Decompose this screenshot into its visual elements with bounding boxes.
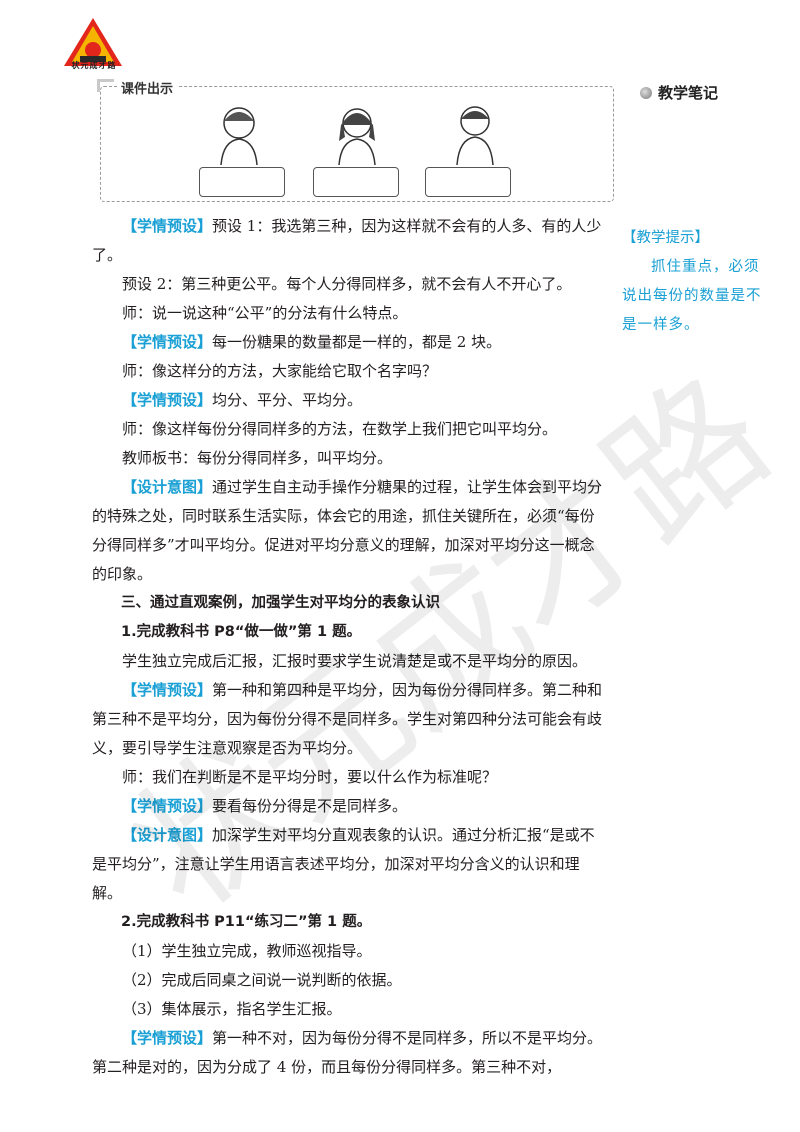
paragraph-text: （2）完成后同桌之间说一说判断的依据。 <box>122 971 402 989</box>
paragraph: 【设计意图】加深学生对平均分直观表象的认识。通过分析汇报“是或不是平均分”，注意… <box>92 821 604 908</box>
paragraph: （1）学生独立完成，教师巡视指导。 <box>92 937 604 966</box>
paragraph-text: 要看每份分得是不是同样多。 <box>212 797 408 815</box>
teaching-notes-title: 教学笔记 <box>640 82 718 103</box>
figure-corner-decoration <box>97 79 114 92</box>
publisher-logo-icon <box>64 18 122 66</box>
paragraph-tag: 【学情预设】 <box>122 797 213 815</box>
paragraph: 【学情预设】第一种不对，因为每份分得不是同样多，所以不是平均分。第二种是对的，因… <box>92 1024 604 1082</box>
teaching-tip: 【教学提示】 抓住重点，必须说出每份的数量是不是一样多。 <box>622 224 762 340</box>
teaching-tip-body: 抓住重点，必须说出每份的数量是不是一样多。 <box>622 259 762 333</box>
paragraph-tag: 【学情预设】 <box>122 681 213 699</box>
paragraph: 【学情预设】第一种和第四种是平均分，因为每份分得同样多。第二种和第三种不是平均分… <box>92 676 604 763</box>
teaching-notes-label: 教学笔记 <box>658 84 719 102</box>
paragraph: 师：说一说这种“公平”的分法有什么特点。 <box>92 299 604 328</box>
paragraph-tag: 【学情预设】 <box>122 391 213 409</box>
paragraph: （3）集体展示，指名学生汇报。 <box>92 995 604 1024</box>
lesson-body: 【学情预设】预设 1：我选第三种，因为这样就不会有的人多、有的人少了。预设 2：… <box>92 212 604 1082</box>
paragraph-tag: 【设计意图】 <box>122 826 213 844</box>
paragraph: 【学情预设】预设 1：我选第三种，因为这样就不会有的人多、有的人少了。 <box>92 212 604 270</box>
paragraph-text: 每一份糖果的数量都是一样的，都是 2 块。 <box>212 333 502 351</box>
candy-tray-1 <box>199 167 285 197</box>
candy-tray-3 <box>425 167 511 197</box>
paragraph: 教师板书：每份分得同样多，叫平均分。 <box>92 444 604 473</box>
teaching-tip-title: 【教学提示】 <box>622 230 709 246</box>
boy-illustration <box>456 106 494 165</box>
paragraph: 【设计意图】通过学生自主动手操作分糖果的过程，让学生体会到平均分的特殊之处，同时… <box>92 473 604 589</box>
paragraph: 【学情预设】均分、平分、平均分。 <box>92 386 604 415</box>
girl-with-pigtails-illustration <box>338 108 376 165</box>
paragraph: 【学情预设】每一份糖果的数量都是一样的，都是 2 块。 <box>92 328 604 357</box>
paragraph-text: （1）学生独立完成，教师巡视指导。 <box>122 942 372 960</box>
bullet-dot-icon <box>640 87 652 99</box>
paragraph-text: 第一种和第四种是平均分，因为每份分得同样多。第二种和第三种不是平均分，因为每份分… <box>92 681 603 757</box>
paragraph: （2）完成后同桌之间说一说判断的依据。 <box>92 966 604 995</box>
girl-illustration <box>220 107 258 165</box>
paragraph-tag: 【学情预设】 <box>122 333 213 351</box>
paragraph: 预设 2：第三种更公平。每个人分得同样多，就不会有人不开心了。 <box>92 270 604 299</box>
paragraph-text: （3）集体展示，指名学生汇报。 <box>122 1000 342 1018</box>
paragraph-tag: 【学情预设】 <box>122 217 213 235</box>
paragraph: 师：像这样每份分得同样多的方法，在数学上我们把它叫平均分。 <box>92 415 604 444</box>
section-heading: 1.完成教科书 P8“做一做”第 1 题。 <box>121 624 362 640</box>
paragraph: 学生独立完成后汇报，汇报时要求学生说清楚是或不是平均分的原因。 <box>92 647 604 676</box>
section-heading: 三、通过直观案例，加强学生对平均分的表象认识 <box>121 595 440 611</box>
logo-text: 状元成才路 <box>71 61 117 70</box>
paragraph: 师：我们在判断是不是平均分时，要以什么作为标准呢？ <box>92 763 604 792</box>
paragraph-text: 教师板书：每份分得同样多，叫平均分。 <box>122 449 393 467</box>
section-heading: 2.完成教科书 P11“练习二”第 1 题。 <box>121 914 372 930</box>
paragraph: 师：像这样分的方法，大家能给它取个名字吗？ <box>92 357 604 386</box>
paragraph-tag: 【设计意图】 <box>122 478 213 496</box>
candy-tray-2 <box>313 167 399 197</box>
paragraph-text: 预设 2：第三种更公平。每个人分得同样多，就不会有人不开心了。 <box>122 275 572 293</box>
paragraph-text: 预设 1：我选第三种，因为这样就不会有的人多、有的人少了。 <box>92 217 602 264</box>
courseware-label: 课件出示 <box>117 78 178 97</box>
paragraph-text: 师：像这样分的方法，大家能给它取个名字吗？ <box>122 362 438 380</box>
paragraph-text: 通过学生自主动手操作分糖果的过程，让学生体会到平均分的特殊之处，同时联系生活实际… <box>92 478 603 583</box>
paragraph-text: 师：我们在判断是不是平均分时，要以什么作为标准呢？ <box>122 768 498 786</box>
paragraph-text: 学生独立完成后汇报，汇报时要求学生说清楚是或不是平均分的原因。 <box>122 652 588 670</box>
paragraph-text: 均分、平分、平均分。 <box>212 391 363 409</box>
paragraph: 【学情预设】要看每份分得是不是同样多。 <box>92 792 604 821</box>
paragraph-text: 师：说一说这种“公平”的分法有什么特点。 <box>122 304 408 322</box>
courseware-figure: 课件出示 <box>97 78 614 202</box>
paragraph-tag: 【学情预设】 <box>122 1029 213 1047</box>
paragraph-text: 加深学生对平均分直观表象的认识。通过分析汇报“是或不是平均分”，注意让学生用语言… <box>92 826 595 902</box>
paragraph-text: 第一种不对，因为每份分得不是同样多，所以不是平均分。第二种是对的，因为分成了 4… <box>92 1029 603 1076</box>
paragraph-text: 师：像这样每份分得同样多的方法，在数学上我们把它叫平均分。 <box>122 420 558 438</box>
